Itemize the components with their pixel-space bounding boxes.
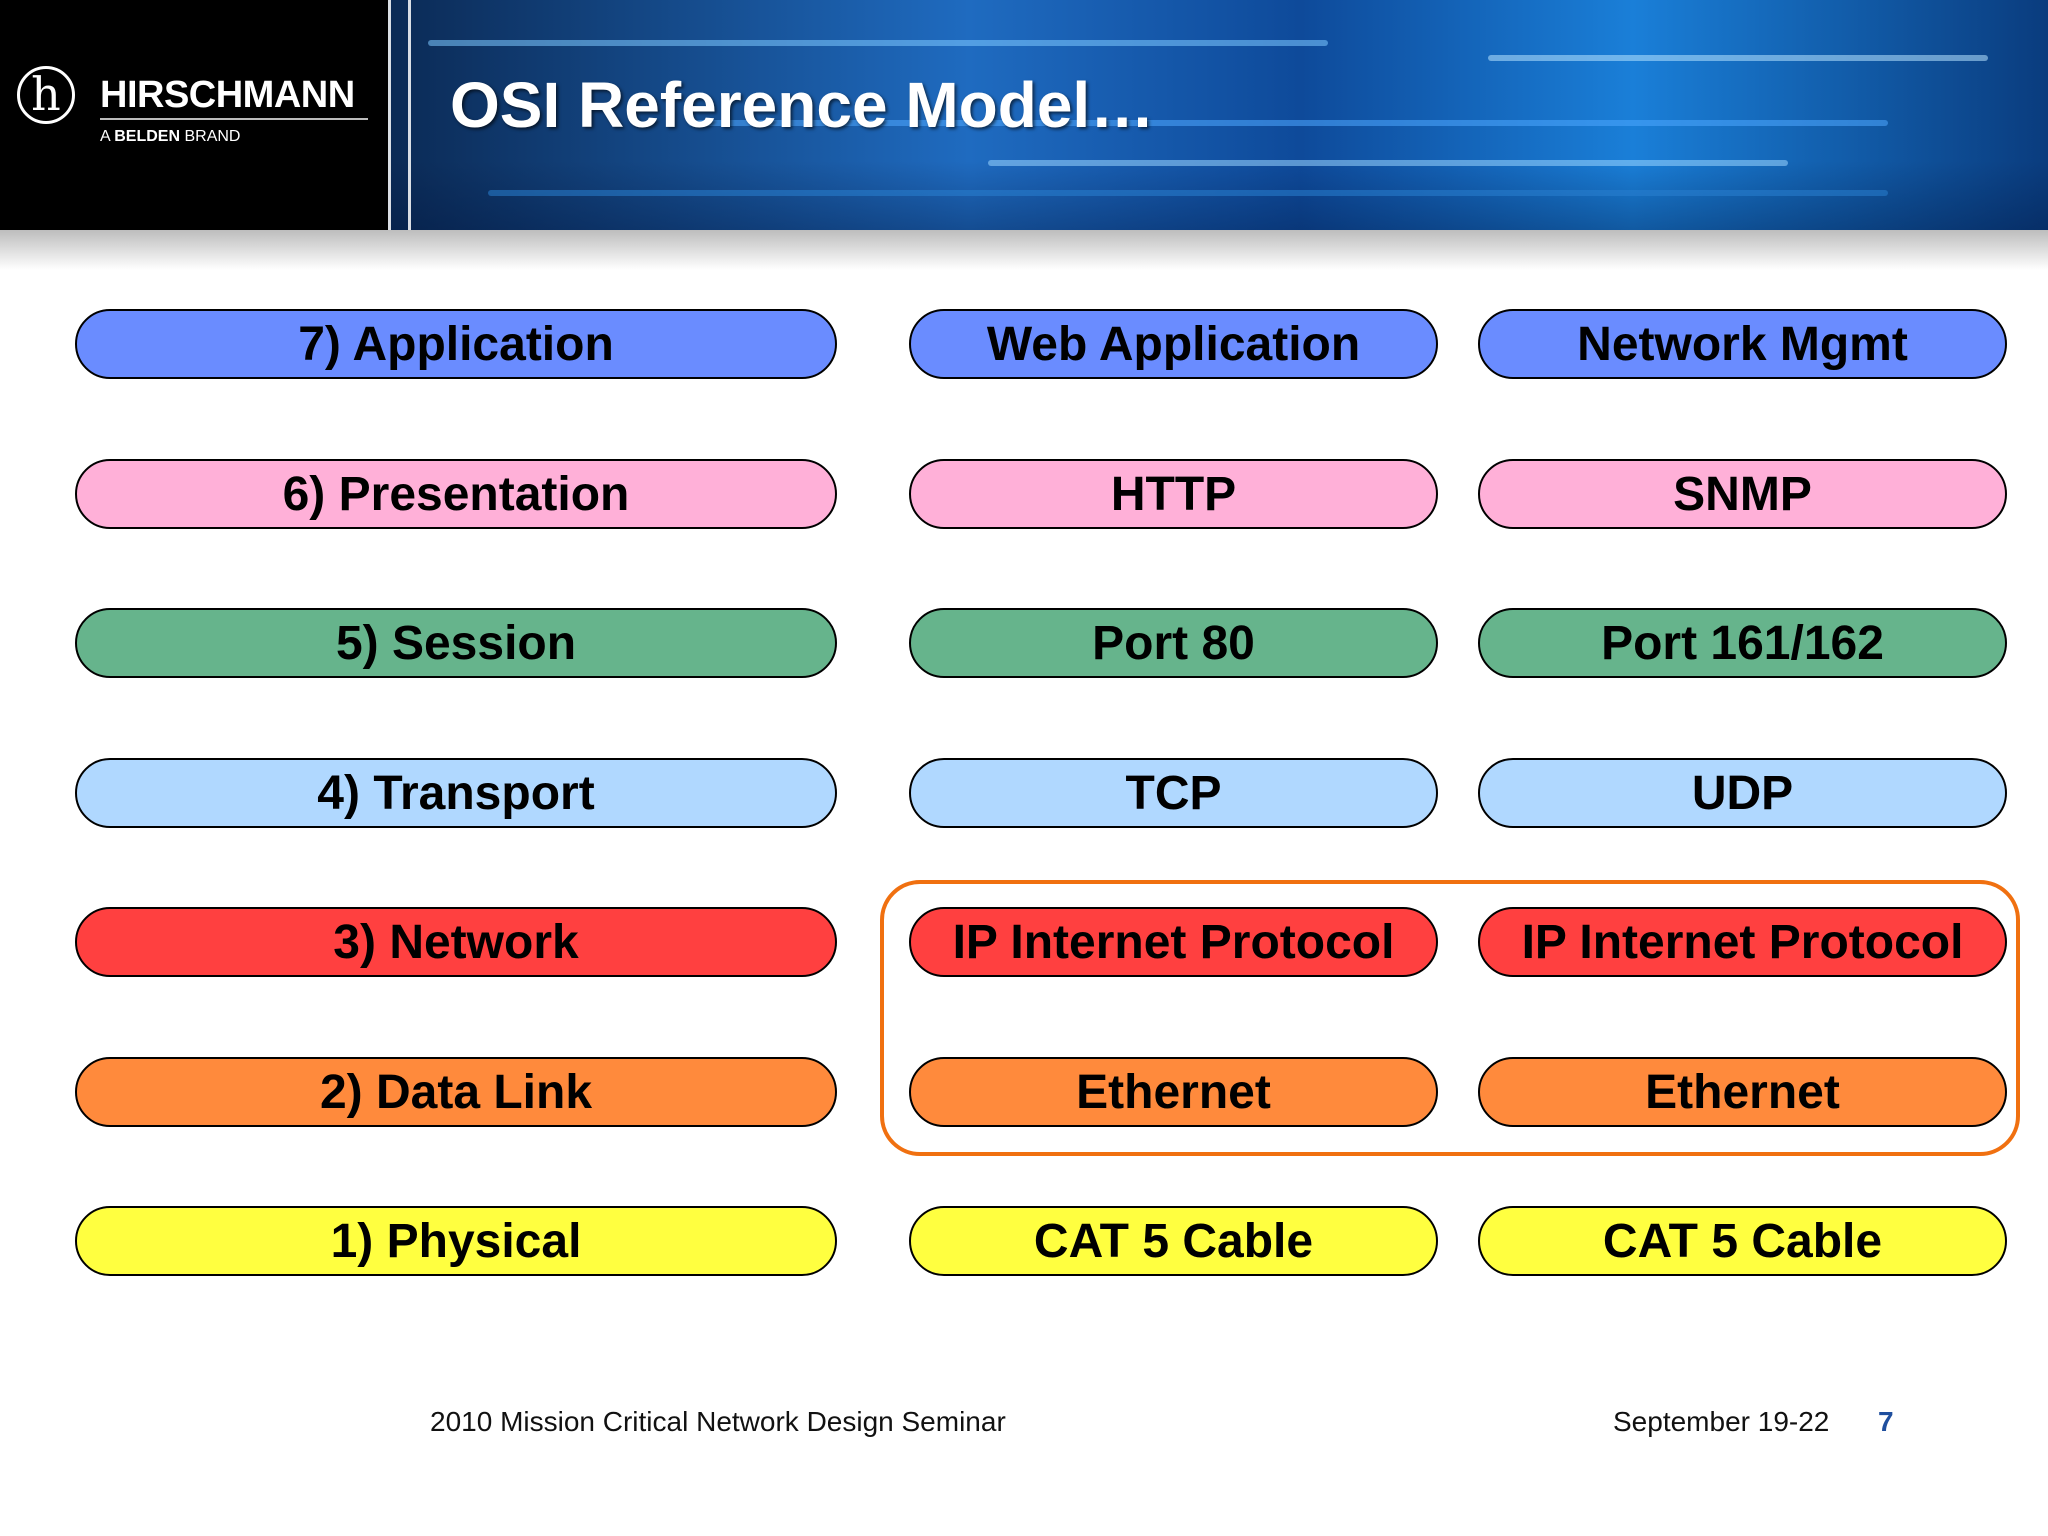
header-divider-line bbox=[388, 0, 391, 230]
footer-seminar: 2010 Mission Critical Network Design Sem… bbox=[430, 1406, 1006, 1437]
web-stack-pill: Ethernet bbox=[909, 1057, 1438, 1127]
brand-subtitle: A BELDEN BRAND bbox=[100, 128, 241, 145]
mgmt-stack-pill: IP Internet Protocol bbox=[1478, 907, 2007, 977]
osi-layer-pill: 1) Physical bbox=[75, 1206, 837, 1276]
mgmt-stack-pill: SNMP bbox=[1478, 459, 2007, 529]
brand-divider bbox=[100, 118, 368, 120]
header-divider-line bbox=[408, 0, 411, 230]
header-bar: h HIRSCHMANN A BELDEN BRAND OSI Referenc… bbox=[0, 0, 2048, 230]
page-number: 7 bbox=[1878, 1406, 1894, 1437]
web-stack-pill: HTTP bbox=[909, 459, 1438, 529]
mgmt-stack-pill: Ethernet bbox=[1478, 1057, 2007, 1127]
mgmt-stack-pill: Network Mgmt bbox=[1478, 309, 2007, 379]
osi-layer-pill: 3) Network bbox=[75, 907, 837, 977]
header-banner bbox=[388, 0, 2048, 230]
osi-layer-pill: 4) Transport bbox=[75, 758, 837, 828]
osi-layer-pill: 7) Application bbox=[75, 309, 837, 379]
slide-title: OSI Reference Model… bbox=[450, 69, 1155, 141]
mgmt-stack-pill: Port 161/162 bbox=[1478, 608, 2007, 678]
web-stack-pill: TCP bbox=[909, 758, 1438, 828]
osi-layer-pill: 2) Data Link bbox=[75, 1057, 837, 1127]
mgmt-stack-pill: CAT 5 Cable bbox=[1478, 1206, 2007, 1276]
osi-layer-pill: 6) Presentation bbox=[75, 459, 837, 529]
web-stack-pill: Web Application bbox=[909, 309, 1438, 379]
mgmt-stack-pill: UDP bbox=[1478, 758, 2007, 828]
web-stack-pill: Port 80 bbox=[909, 608, 1438, 678]
web-stack-pill: CAT 5 Cable bbox=[909, 1206, 1438, 1276]
hirschmann-logo-icon: h bbox=[17, 66, 75, 124]
brand-logo: h HIRSCHMANN A BELDEN BRAND bbox=[0, 0, 388, 230]
footer-date: September 19-22 bbox=[1613, 1406, 1830, 1437]
header-shadow bbox=[0, 230, 2048, 270]
highlight-frame bbox=[880, 880, 2020, 1156]
osi-layer-pill: 5) Session bbox=[75, 608, 837, 678]
brand-name: HIRSCHMANN bbox=[100, 74, 355, 116]
web-stack-pill: IP Internet Protocol bbox=[909, 907, 1438, 977]
